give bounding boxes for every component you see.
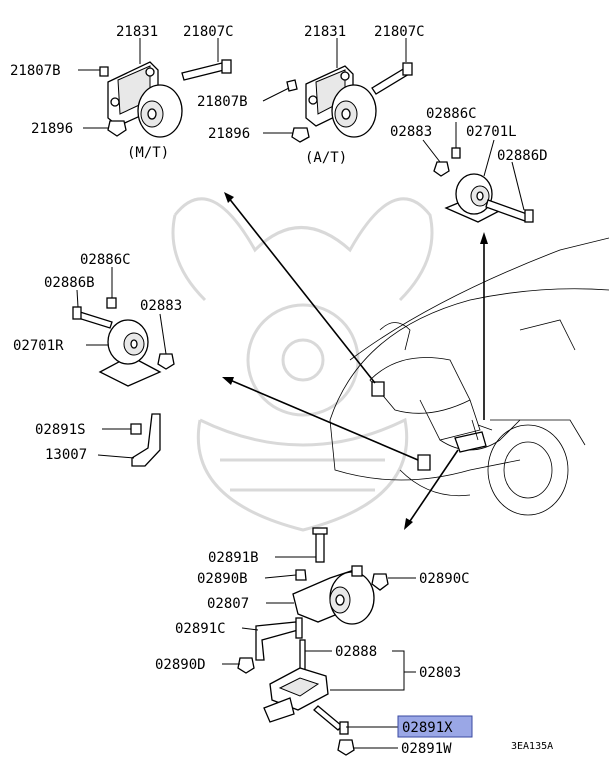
callout-mt-21831: 21831 — [116, 24, 158, 40]
callout-l-02883: 02883 — [140, 298, 182, 314]
callout-mt-21896: 21896 — [31, 121, 73, 137]
variant-label-at: (A/T) — [305, 150, 347, 166]
left-mount-assembly — [72, 297, 175, 387]
callout-p-02803: 02803 — [419, 665, 461, 681]
callout-l-02886c: 02886C — [80, 252, 131, 268]
callout-mt-21807c: 21807C — [183, 24, 234, 40]
callout-l-02886b: 02886B — [44, 275, 95, 291]
callout-b-02891s: 02891S — [35, 422, 86, 438]
callout-at-21807c: 21807C — [374, 24, 425, 40]
callout-p-02891b: 02891B — [208, 550, 259, 566]
figure-code: 3EA135A — [511, 741, 553, 752]
callout-r-02883: 02883 — [390, 124, 432, 140]
at-mount-assembly — [286, 62, 413, 143]
arrow-to-left-mount — [222, 377, 419, 461]
callout-p-02890b: 02890B — [197, 571, 248, 587]
callout-p-02891w: 02891W — [401, 741, 452, 757]
arrow-to-upper-mount — [224, 192, 376, 384]
callout-l-02701r: 02701R — [13, 338, 64, 354]
callout-p-02891x[interactable]: 02891X — [402, 720, 453, 736]
vehicle-engine-bay — [329, 237, 609, 516]
lower-leader-lines — [222, 556, 416, 749]
callout-at-21896: 21896 — [208, 126, 250, 142]
arrow-to-right-mount — [480, 232, 488, 420]
bracket-leader-lines — [97, 428, 135, 459]
callout-p-02807: 02807 — [207, 596, 249, 612]
callout-p-02891c: 02891C — [175, 621, 226, 637]
callout-r-02701l: 02701L — [466, 124, 517, 140]
right-leader-lines — [422, 122, 525, 211]
callout-at-21807b: 21807B — [197, 94, 248, 110]
watermark-helmet-icon — [171, 197, 434, 532]
callout-r-02886c: 02886C — [426, 106, 477, 122]
callout-p-02890d: 02890D — [155, 657, 206, 673]
callout-mt-21807b: 21807B — [10, 63, 61, 79]
mt-leader-lines — [78, 38, 219, 129]
bracket-13007 — [130, 413, 161, 467]
highlighted-part-box[interactable] — [397, 715, 473, 738]
arrow-to-lower-mount — [404, 449, 459, 530]
callout-p-02888: 02888 — [335, 644, 377, 660]
variant-label-mt: (M/T) — [127, 145, 169, 161]
right-mount-assembly — [433, 147, 534, 223]
left-leader-lines — [76, 267, 167, 355]
callout-at-21831: 21831 — [304, 24, 346, 40]
mt-mount-assembly — [99, 59, 232, 138]
callout-r-02886d: 02886D — [497, 148, 548, 164]
at-leader-lines — [262, 38, 407, 134]
lower-mount-assembly — [237, 527, 389, 756]
callout-b-13007: 13007 — [45, 447, 87, 463]
callout-p-02890c: 02890C — [419, 571, 470, 587]
